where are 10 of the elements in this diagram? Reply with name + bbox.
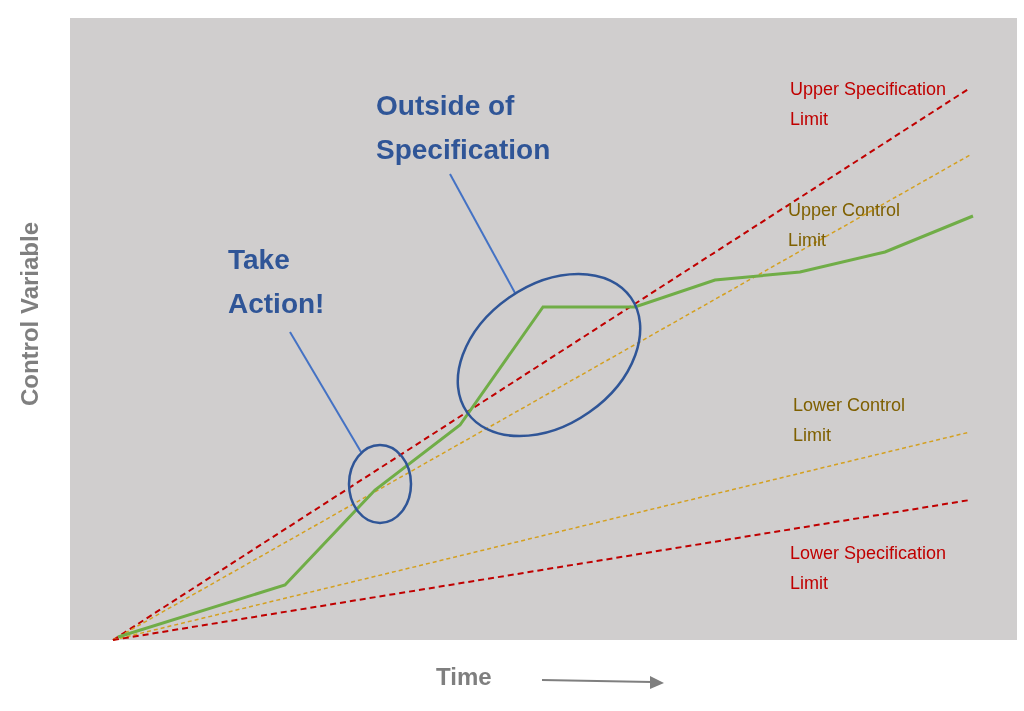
leader-line [289,331,363,454]
axis-title: Time [436,663,493,691]
line-label: Lower Specification Limit [790,542,948,595]
callout-text: Outside of Specification [376,84,596,172]
line-label: Upper Control Limit [788,199,902,252]
leader-line [449,173,517,295]
line-label: Lower Control Limit [793,394,907,447]
line-label: Upper Specification Limit [790,78,948,131]
axis-title: Control Variable [16,221,44,409]
callout-text: Take Action! [228,238,358,326]
